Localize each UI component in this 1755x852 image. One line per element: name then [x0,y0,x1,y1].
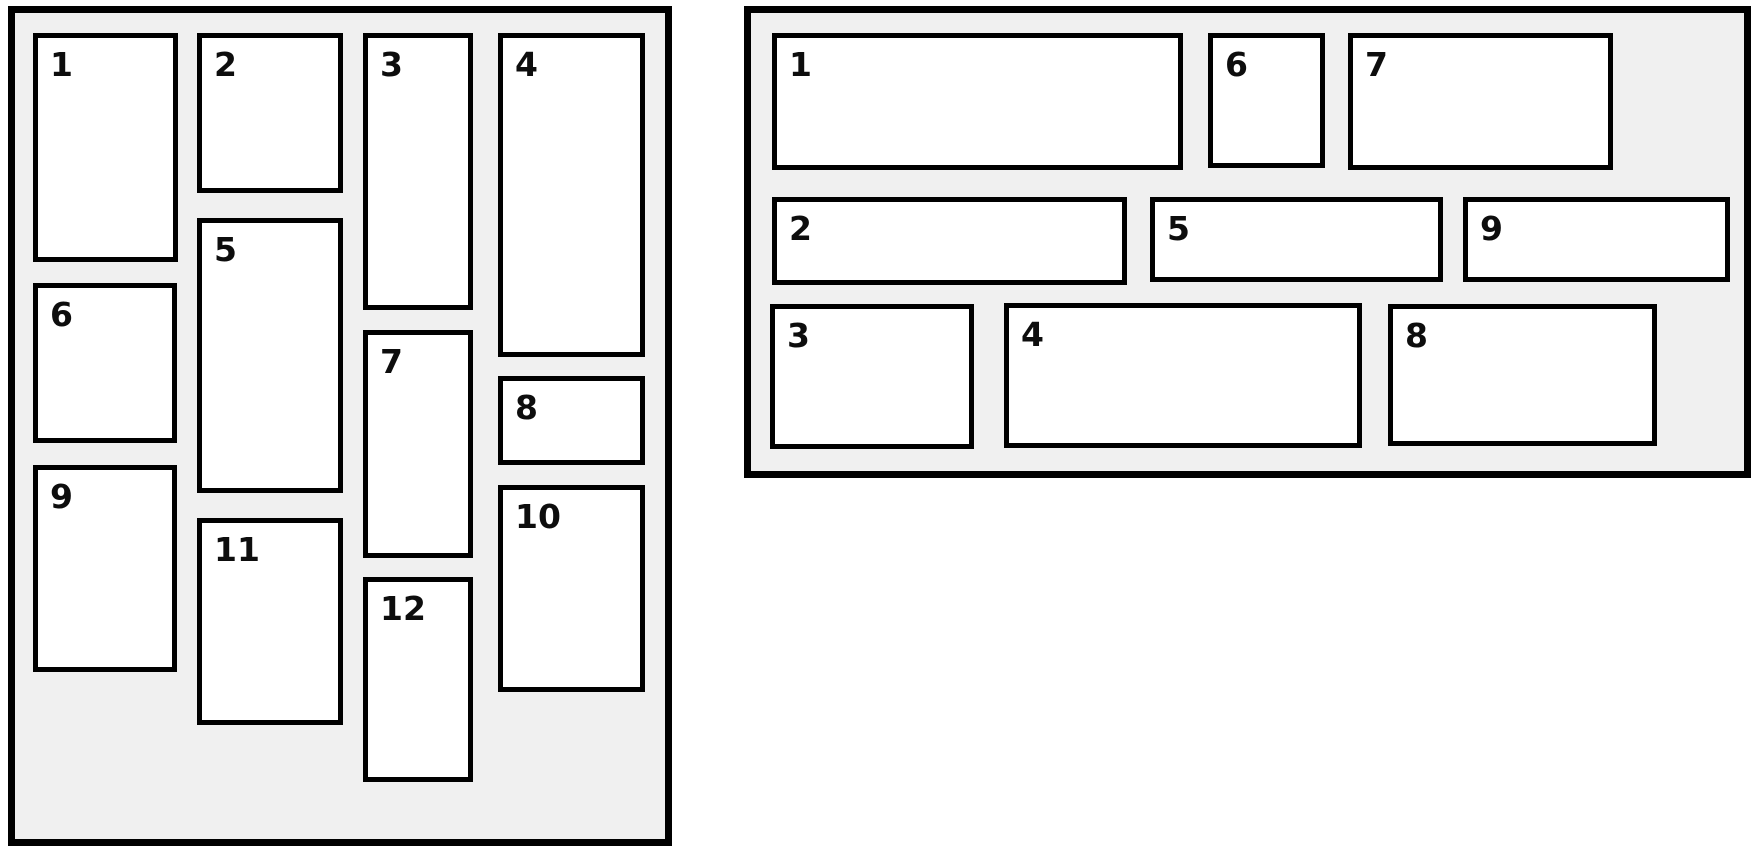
masonry-item-label: 5 [214,230,237,269]
masonry-item: 6 [1208,33,1325,168]
masonry-item: 12 [363,577,473,782]
masonry-item: 4 [498,33,645,357]
masonry-item: 10 [498,485,645,692]
masonry-item-label: 1 [789,45,812,84]
masonry-item-label: 8 [515,388,538,427]
masonry-item-label: 9 [50,477,73,516]
masonry-item-label: 4 [515,45,538,84]
masonry-item-label: 8 [1405,316,1428,355]
masonry-item: 8 [1388,304,1657,446]
masonry-item: 2 [197,33,343,193]
masonry-item: 8 [498,376,645,465]
masonry-item-label: 6 [50,295,73,334]
masonry-item: 3 [363,33,473,310]
masonry-item: 1 [772,33,1183,170]
masonry-item-label: 3 [787,316,810,355]
masonry-item-label: 9 [1480,209,1503,248]
masonry-item-label: 5 [1167,209,1190,248]
masonry-item: 5 [197,218,343,493]
masonry-item-label: 4 [1021,315,1044,354]
masonry-item-label: 7 [1365,45,1388,84]
masonry-item-label: 6 [1225,45,1248,84]
masonry-item: 2 [772,197,1127,285]
masonry-item: 4 [1004,303,1362,448]
masonry-item: 3 [770,304,974,449]
masonry-item: 9 [1463,197,1730,282]
masonry-item: 5 [1150,197,1443,282]
masonry-item: 9 [33,465,177,672]
masonry-item-label: 2 [789,209,812,248]
masonry-item-label: 10 [515,497,561,536]
masonry-item-label: 2 [214,45,237,84]
masonry-item: 11 [197,518,343,725]
masonry-item: 7 [1348,33,1613,170]
masonry-item-label: 11 [214,530,260,569]
masonry-item-label: 12 [380,589,426,628]
masonry-item: 6 [33,283,177,443]
masonry-item: 1 [33,33,178,262]
masonry-item-label: 3 [380,45,403,84]
masonry-item: 7 [363,330,473,558]
masonry-item-label: 7 [380,342,403,381]
masonry-item-label: 1 [50,45,73,84]
